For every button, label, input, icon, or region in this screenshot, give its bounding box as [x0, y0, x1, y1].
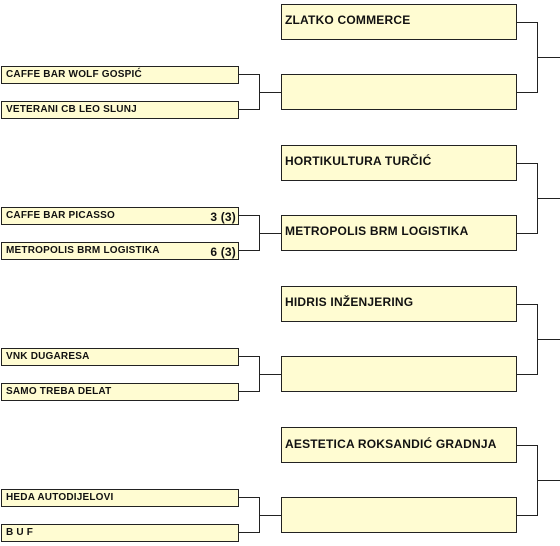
- match-slot-top: HEDA AUTODIJELOVI: [1, 489, 239, 507]
- connector-line: [239, 497, 260, 498]
- match-slot-top: CAFFE BAR PICASSO 3 (3): [1, 207, 239, 225]
- team-name: HIDRIS INŽENJERING: [285, 295, 414, 309]
- connector-line: [517, 304, 538, 305]
- connector-line: [517, 92, 538, 93]
- connector-line: [259, 515, 281, 516]
- team-score: 3 (3): [210, 210, 236, 224]
- connector-line: [239, 74, 260, 75]
- team-name: ZLATKO COMMERCE: [285, 13, 411, 27]
- connector-line: [239, 215, 260, 216]
- match-slot-bottom: METROPOLIS BRM LOGISTIKA 6 (3): [1, 242, 239, 260]
- team-name: HORTIKULTURA TURČIĆ: [285, 154, 432, 168]
- connector-line: [259, 374, 281, 375]
- winner-slot: METROPOLIS BRM LOGISTIKA: [281, 215, 517, 251]
- team-name: METROPOLIS BRM LOGISTIKA: [6, 245, 160, 256]
- team-name: VETERANI CB LEO SLUNJ: [6, 104, 137, 115]
- match-slot-bottom: SAMO TREBA DELAT: [1, 383, 239, 401]
- team-name: B U F: [6, 527, 34, 538]
- connector-line: [239, 532, 260, 533]
- connector-line: [259, 92, 281, 93]
- connector-line: [239, 391, 260, 392]
- connector-line: [517, 445, 538, 446]
- winner-slot: [281, 356, 517, 392]
- team-name: CAFFE BAR PICASSO: [6, 210, 115, 221]
- connector-line: [517, 163, 538, 164]
- winner-slot: [281, 497, 517, 533]
- seed-slot: AESTETICA ROKSANDIĆ GRADNJA: [281, 427, 517, 463]
- connector-line: [537, 339, 560, 340]
- team-name: AESTETICA ROKSANDIĆ GRADNJA: [285, 437, 497, 451]
- team-name: SAMO TREBA DELAT: [6, 386, 112, 397]
- connector-line: [517, 233, 538, 234]
- team-name: CAFFE BAR WOLF GOSPIĆ: [6, 69, 142, 80]
- match-slot-bottom: VETERANI CB LEO SLUNJ: [1, 101, 239, 119]
- connector-line: [537, 480, 560, 481]
- seed-slot: HORTIKULTURA TURČIĆ: [281, 145, 517, 181]
- connector-line: [537, 57, 560, 58]
- winner-slot: [281, 74, 517, 110]
- connector-line: [517, 22, 538, 23]
- connector-line: [239, 250, 260, 251]
- team-name: HEDA AUTODIJELOVI: [6, 492, 114, 503]
- connector-line: [517, 374, 538, 375]
- connector-line: [239, 356, 260, 357]
- match-slot-top: VNK DUGARESA: [1, 348, 239, 366]
- connector-line: [517, 515, 538, 516]
- match-slot-bottom: B U F: [1, 524, 239, 542]
- team-name: VNK DUGARESA: [6, 351, 90, 362]
- team-name: METROPOLIS BRM LOGISTIKA: [285, 224, 469, 238]
- connector-line: [537, 198, 560, 199]
- seed-slot: HIDRIS INŽENJERING: [281, 286, 517, 322]
- seed-slot: ZLATKO COMMERCE: [281, 4, 517, 40]
- team-score: 6 (3): [210, 245, 236, 259]
- match-slot-top: CAFFE BAR WOLF GOSPIĆ: [1, 66, 239, 84]
- connector-line: [259, 233, 281, 234]
- connector-line: [239, 109, 260, 110]
